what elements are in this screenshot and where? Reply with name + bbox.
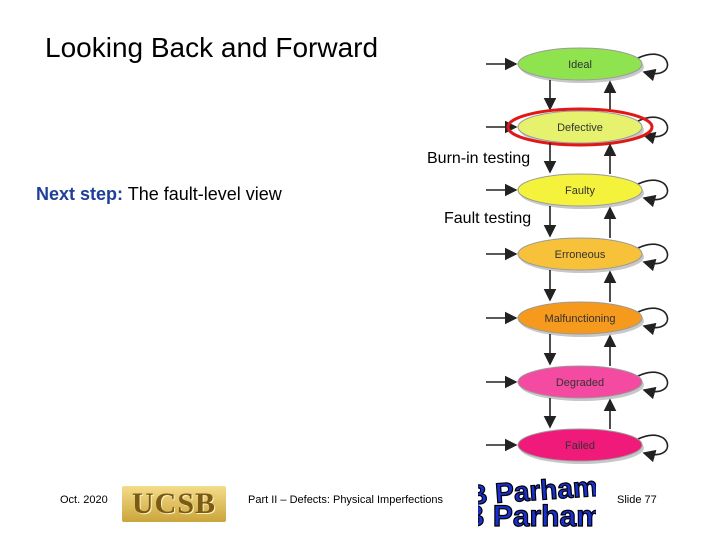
state-defective xyxy=(517,110,643,144)
next-step-text: Next step: The fault-level view xyxy=(36,184,282,205)
state-erroneous xyxy=(517,237,643,271)
self-loop-faulty xyxy=(637,179,669,208)
state-label-erroneous: Erroneous xyxy=(555,249,606,261)
state-label-defective: Defective xyxy=(557,122,603,134)
state-label-faulty: Faulty xyxy=(565,185,595,197)
state-faulty xyxy=(517,173,643,207)
footer-date: Oct. 2020 xyxy=(60,494,108,506)
footer-subtitle: Part II – Defects: Physical Imperfection… xyxy=(248,494,444,506)
burn-in-label: Burn-in testing xyxy=(427,150,531,167)
state-label-degraded: Degraded xyxy=(556,377,604,389)
slide-number: Slide 77 xyxy=(617,494,657,506)
state-ideal xyxy=(517,47,643,81)
self-loop-erroneous xyxy=(637,243,669,272)
svg-text:B Parhami: B Parhami xyxy=(478,500,596,532)
self-loop-defective xyxy=(637,116,669,145)
fault-testing-label: Fault testing xyxy=(444,210,532,227)
state-label-ideal: Ideal xyxy=(568,59,592,71)
state-degraded xyxy=(517,365,643,399)
next-step-body: The fault-level view xyxy=(123,184,282,204)
self-loop-malfunctioning xyxy=(637,307,669,336)
state-failed xyxy=(517,428,643,462)
next-step-lead: Next step: xyxy=(36,184,124,204)
self-loop-ideal xyxy=(637,53,669,82)
self-loop-failed xyxy=(637,434,669,463)
slide-title: Looking Back and Forward xyxy=(45,32,379,63)
state-label-failed: Failed xyxy=(565,440,595,452)
self-loop-degraded xyxy=(637,371,669,400)
highlight-ring xyxy=(506,107,654,147)
state-label-malfunctioning: Malfunctioning xyxy=(545,313,616,325)
ucsb-logo: UCSB xyxy=(122,486,226,522)
state-malfunctioning xyxy=(517,301,643,335)
signature-logo: B Parhami B Parhami xyxy=(478,470,596,532)
